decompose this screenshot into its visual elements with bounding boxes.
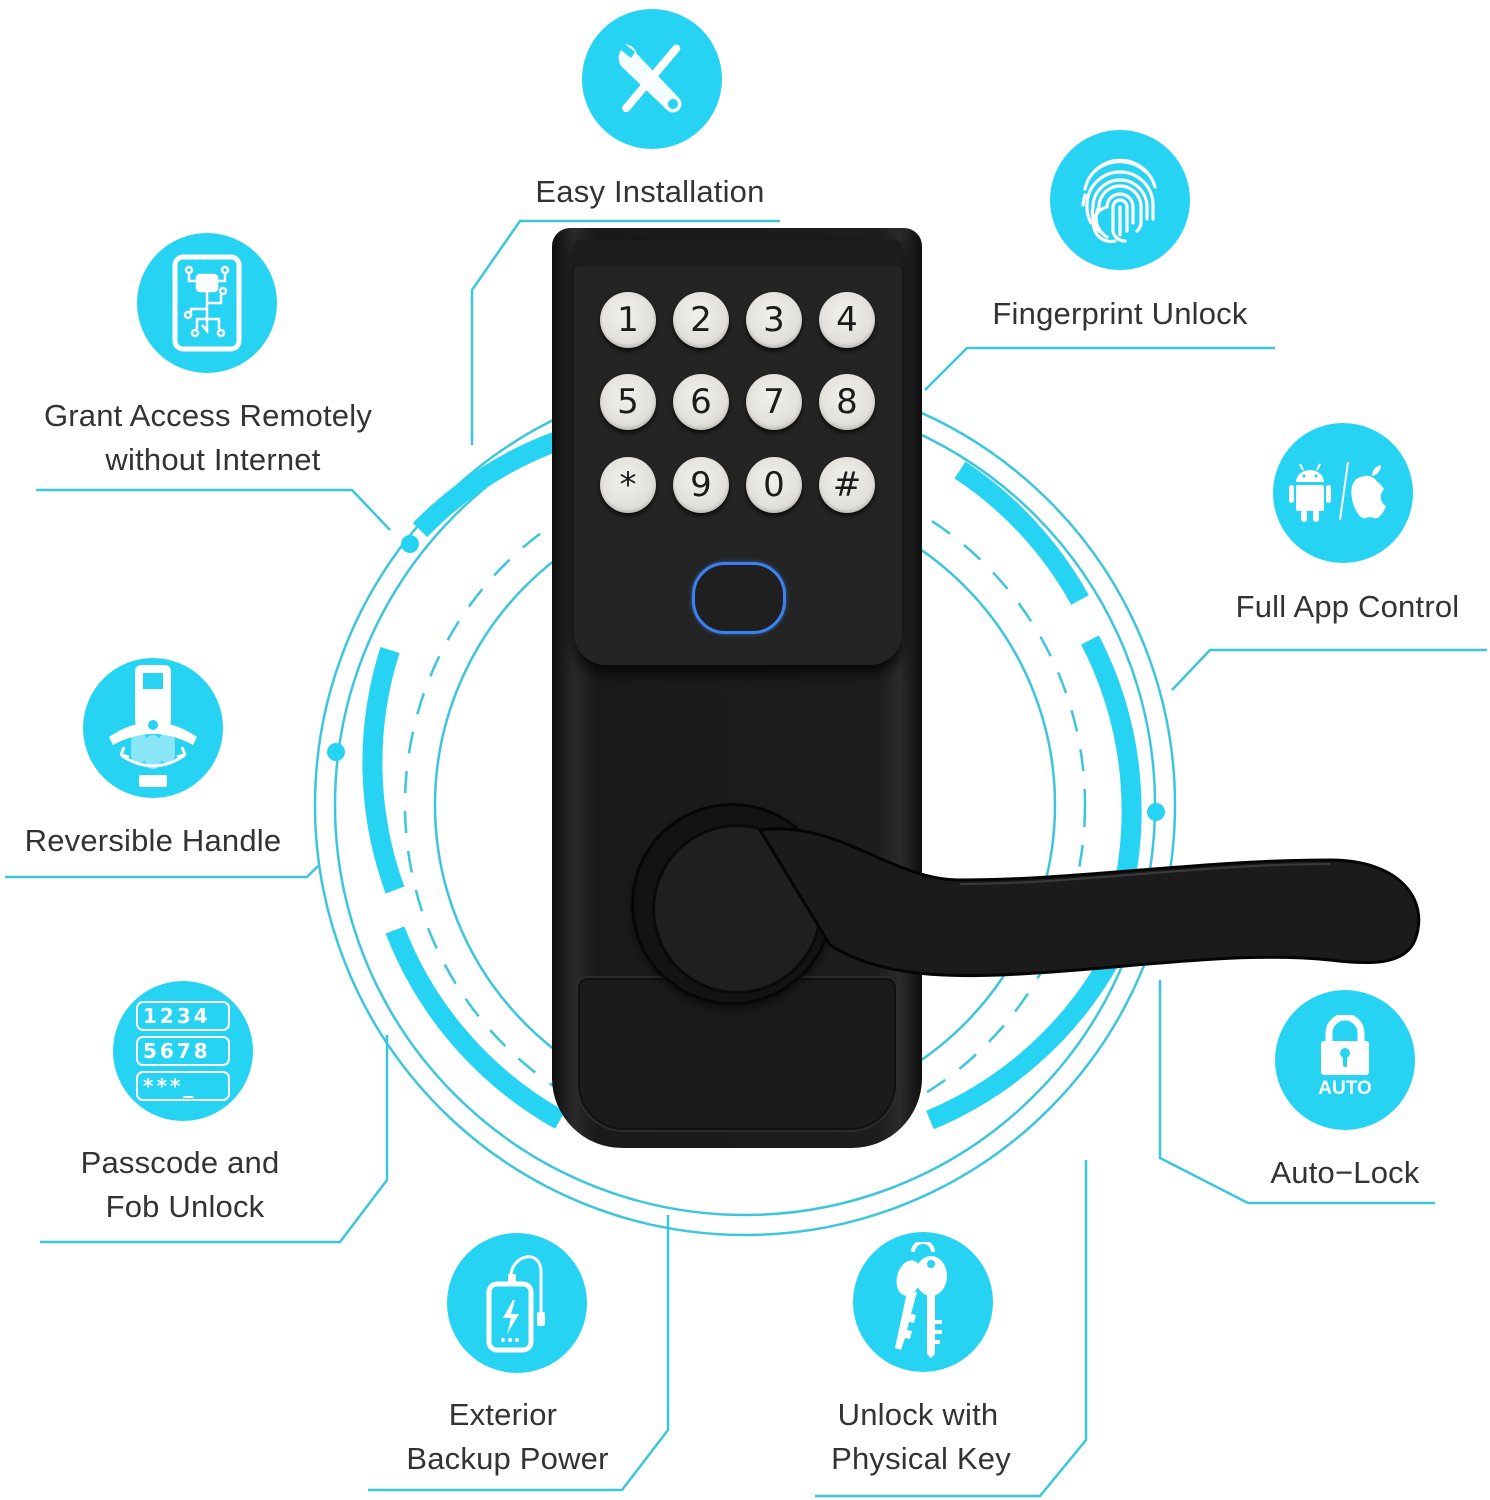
key-6[interactable]: 6	[673, 374, 729, 430]
key-0[interactable]: 0	[746, 457, 802, 513]
connector-reversible-handle	[5, 865, 319, 879]
key-5[interactable]: 5	[600, 374, 656, 430]
feature-label-line-1: Grant Access Remotely	[43, 398, 373, 433]
feature-label-line-1: Unlock with	[837, 1397, 999, 1432]
digital-key-icon	[137, 233, 277, 373]
apple-icon	[1351, 465, 1386, 519]
connector-easy-installation	[470, 219, 780, 445]
key-star[interactable]: *	[600, 457, 656, 513]
feature-label: Full App Control	[1235, 589, 1460, 624]
connector-backup-power	[368, 1215, 670, 1492]
feature-label: Auto−Lock	[1270, 1155, 1420, 1190]
passcode-row: 1234	[136, 1001, 230, 1031]
android-apple-icon	[1273, 423, 1413, 563]
feature-label-line-1: Passcode and	[80, 1145, 280, 1180]
feature-label-line-2: without Internet	[105, 442, 321, 477]
keys-icon	[853, 1232, 993, 1372]
feature-label-line-1: Exterior	[448, 1397, 558, 1432]
key-4[interactable]: 4	[819, 292, 875, 348]
connector-auto-lock	[1158, 980, 1435, 1205]
padlock-auto-icon: AUTO	[1275, 990, 1415, 1130]
passcode-row: 5678	[136, 1036, 230, 1066]
slash-divider	[1339, 461, 1349, 521]
feature-label: Easy Installation	[535, 174, 765, 209]
connector-fingerprint	[924, 346, 1275, 391]
reversible-handle-icon	[83, 658, 223, 798]
connector-physical-key	[815, 1160, 1088, 1498]
key-7[interactable]: 7	[746, 374, 802, 430]
keypad: 1 2 3 4 5 6 7 8 * 9 0 #	[600, 292, 880, 522]
wrench-screwdriver-icon	[582, 9, 722, 149]
fingerprint-icon	[1050, 130, 1190, 270]
feature-label-line-2: Backup Power	[406, 1441, 609, 1476]
key-8[interactable]: 8	[819, 374, 875, 430]
key-1[interactable]: 1	[600, 292, 656, 348]
passcode-keypad-icon: 1234 5678 ***_	[113, 981, 253, 1121]
feature-label: Reversible Handle	[24, 823, 282, 858]
key-2[interactable]: 2	[673, 292, 729, 348]
connector-passcode	[40, 1035, 389, 1244]
feature-label: Fingerprint Unlock	[992, 296, 1248, 331]
connector-app-control	[1171, 648, 1487, 691]
android-icon	[1289, 463, 1331, 522]
feature-label-line-2: Fob Unlock	[105, 1189, 265, 1224]
connector-grant-access	[36, 488, 391, 531]
feature-label-line-2: Physical Key	[831, 1441, 1011, 1476]
power-bank-icon	[447, 1233, 587, 1373]
lower-panel	[578, 978, 896, 1130]
key-hash[interactable]: #	[819, 457, 875, 513]
auto-text: AUTO	[1318, 1078, 1372, 1099]
passcode-row: ***_	[136, 1071, 230, 1101]
handle-hub	[652, 824, 822, 994]
key-3[interactable]: 3	[746, 292, 802, 348]
fingerprint-sensor[interactable]	[692, 562, 786, 634]
key-9[interactable]: 9	[673, 457, 729, 513]
smart-lock-product: 1 2 3 4 5 6 7 8 * 9 0 #	[552, 228, 922, 1148]
